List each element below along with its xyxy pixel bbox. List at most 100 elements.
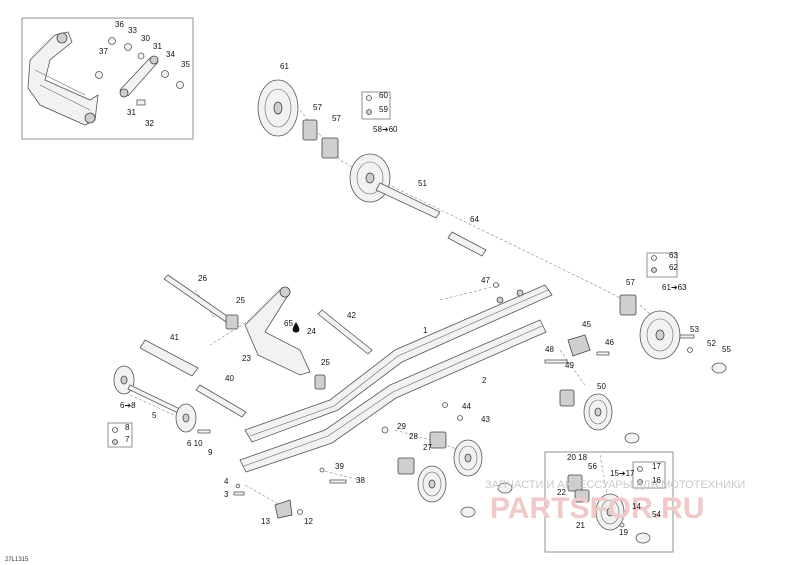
watermark-brand: PARTSFOR.RU — [490, 492, 704, 525]
right-rail-2 — [239, 319, 547, 473]
idler-wheel-61-right — [639, 310, 681, 360]
callout-label: 38 — [356, 476, 365, 485]
callout-label: 52 — [707, 339, 716, 348]
callout-label: 35 — [181, 60, 190, 69]
callout-label: 33 — [128, 26, 137, 35]
callout-label: 53 — [690, 325, 699, 334]
callout-label: 3 — [224, 490, 229, 499]
callout-label: 59 — [379, 105, 388, 114]
callout-label: 14 — [632, 502, 641, 511]
callout-label: 31 — [153, 42, 162, 51]
top-idler-wheel-61 — [257, 79, 299, 137]
callout-label: 20 18 — [567, 453, 588, 462]
callout-label: 7 — [125, 435, 130, 444]
callout-label: 34 — [166, 50, 175, 59]
callout-label: 26 — [198, 274, 207, 283]
callout-label: 58➔60 — [373, 125, 398, 134]
diagram-id: 27L1315 — [5, 557, 29, 563]
watermark-tagline: ЗАПЧАСТИ И АКСЕССУАРЫ ДЛЯ МОТОТЕХНИКИ — [485, 479, 745, 491]
wheel-assembly-inset — [567, 474, 651, 544]
callout-label: 46 — [605, 338, 614, 347]
rear-arm-assembly-inset — [27, 31, 184, 126]
callout-label: 1 — [423, 326, 428, 335]
axle-5-wheels — [113, 365, 211, 434]
callout-label: 37 — [99, 47, 108, 56]
callout-label: 29 — [397, 422, 406, 431]
callout-label: 9 — [208, 448, 213, 457]
wheel-27-28 — [429, 431, 513, 494]
bushing-57-top — [302, 119, 339, 159]
shaft-40 — [195, 384, 247, 418]
callout-label: 40 — [225, 374, 234, 383]
callout-labels: 363330373134353132615757605958➔605164636… — [99, 20, 731, 537]
callout-label: 25 — [321, 358, 330, 367]
callout-label: 5 — [152, 411, 157, 420]
callout-label: 57 — [313, 103, 322, 112]
front-arm-24 — [244, 286, 326, 390]
callout-label: 60 — [379, 91, 388, 100]
kit-box-8-7 — [107, 422, 133, 448]
callout-label: 32 — [145, 119, 154, 128]
callout-label: 57 — [626, 278, 635, 287]
callout-label: 2 — [482, 376, 487, 385]
callout-label: 15➔17 — [610, 469, 635, 478]
kit-box-63-62 — [646, 252, 678, 278]
assembly-leader-lines — [129, 109, 663, 511]
callout-label: 6 10 — [187, 439, 203, 448]
callout-label: 30 — [141, 34, 150, 43]
callout-label: 63 — [669, 251, 678, 260]
callout-label: 6➔8 — [120, 401, 136, 410]
inset-box-bottom-right — [544, 451, 674, 553]
callout-label: 62 — [669, 263, 678, 272]
callout-label: 4 — [224, 477, 229, 486]
callout-label: 49 — [565, 361, 574, 370]
callout-label: 56 — [588, 462, 597, 471]
callout-label: 39 — [335, 462, 344, 471]
callout-label: 17 — [652, 462, 661, 471]
kit-box-60-59 — [361, 91, 391, 120]
wheel-lower-left — [397, 457, 476, 518]
bolt-52-55 — [679, 334, 727, 374]
callout-label: 54 — [652, 510, 661, 519]
callout-label: 22 — [557, 488, 566, 497]
callout-label: 45 — [582, 320, 591, 329]
callout-label: 24 — [307, 327, 316, 336]
shaft-51 — [375, 182, 441, 219]
callout-label: 47 — [481, 276, 490, 285]
callout-label: 23 — [242, 354, 251, 363]
shaft-41 — [139, 339, 199, 377]
sleeve-64 — [447, 231, 487, 257]
inset-box-top-left — [21, 17, 194, 140]
bushing-57-right — [619, 294, 637, 316]
callout-label: 8 — [125, 423, 130, 432]
shaft-26 — [163, 274, 239, 330]
wheel-50 — [559, 389, 640, 444]
callout-label: 28 — [409, 432, 418, 441]
callout-label: 42 — [347, 311, 356, 320]
callout-label: 36 — [115, 20, 124, 29]
callout-label: 25 — [236, 296, 245, 305]
callout-label: 61➔63 — [662, 283, 687, 292]
lubricant-drop-icon — [292, 322, 300, 333]
small-fasteners — [233, 282, 499, 496]
callout-label: 21 — [576, 521, 585, 530]
callout-label: 44 — [462, 402, 471, 411]
bracket-45 — [544, 334, 610, 364]
kit-box-17-16 — [632, 461, 666, 489]
callout-label: 64 — [470, 215, 479, 224]
callout-label: 12 — [304, 517, 313, 526]
callout-label: 51 — [418, 179, 427, 188]
callout-label: 65 — [284, 319, 293, 328]
left-rail-1 — [244, 284, 553, 443]
callout-label: 31 — [127, 108, 136, 117]
slider-clip-12-13 — [274, 499, 303, 519]
callout-label: 50 — [597, 382, 606, 391]
callout-label: 13 — [261, 517, 270, 526]
idler-wheel-58 — [349, 153, 391, 203]
callout-label: 27 — [423, 443, 432, 452]
callout-label: 19 — [619, 528, 628, 537]
shaft-42 — [317, 309, 373, 355]
callout-label: 16 — [652, 476, 661, 485]
callout-label: 57 — [332, 114, 341, 123]
